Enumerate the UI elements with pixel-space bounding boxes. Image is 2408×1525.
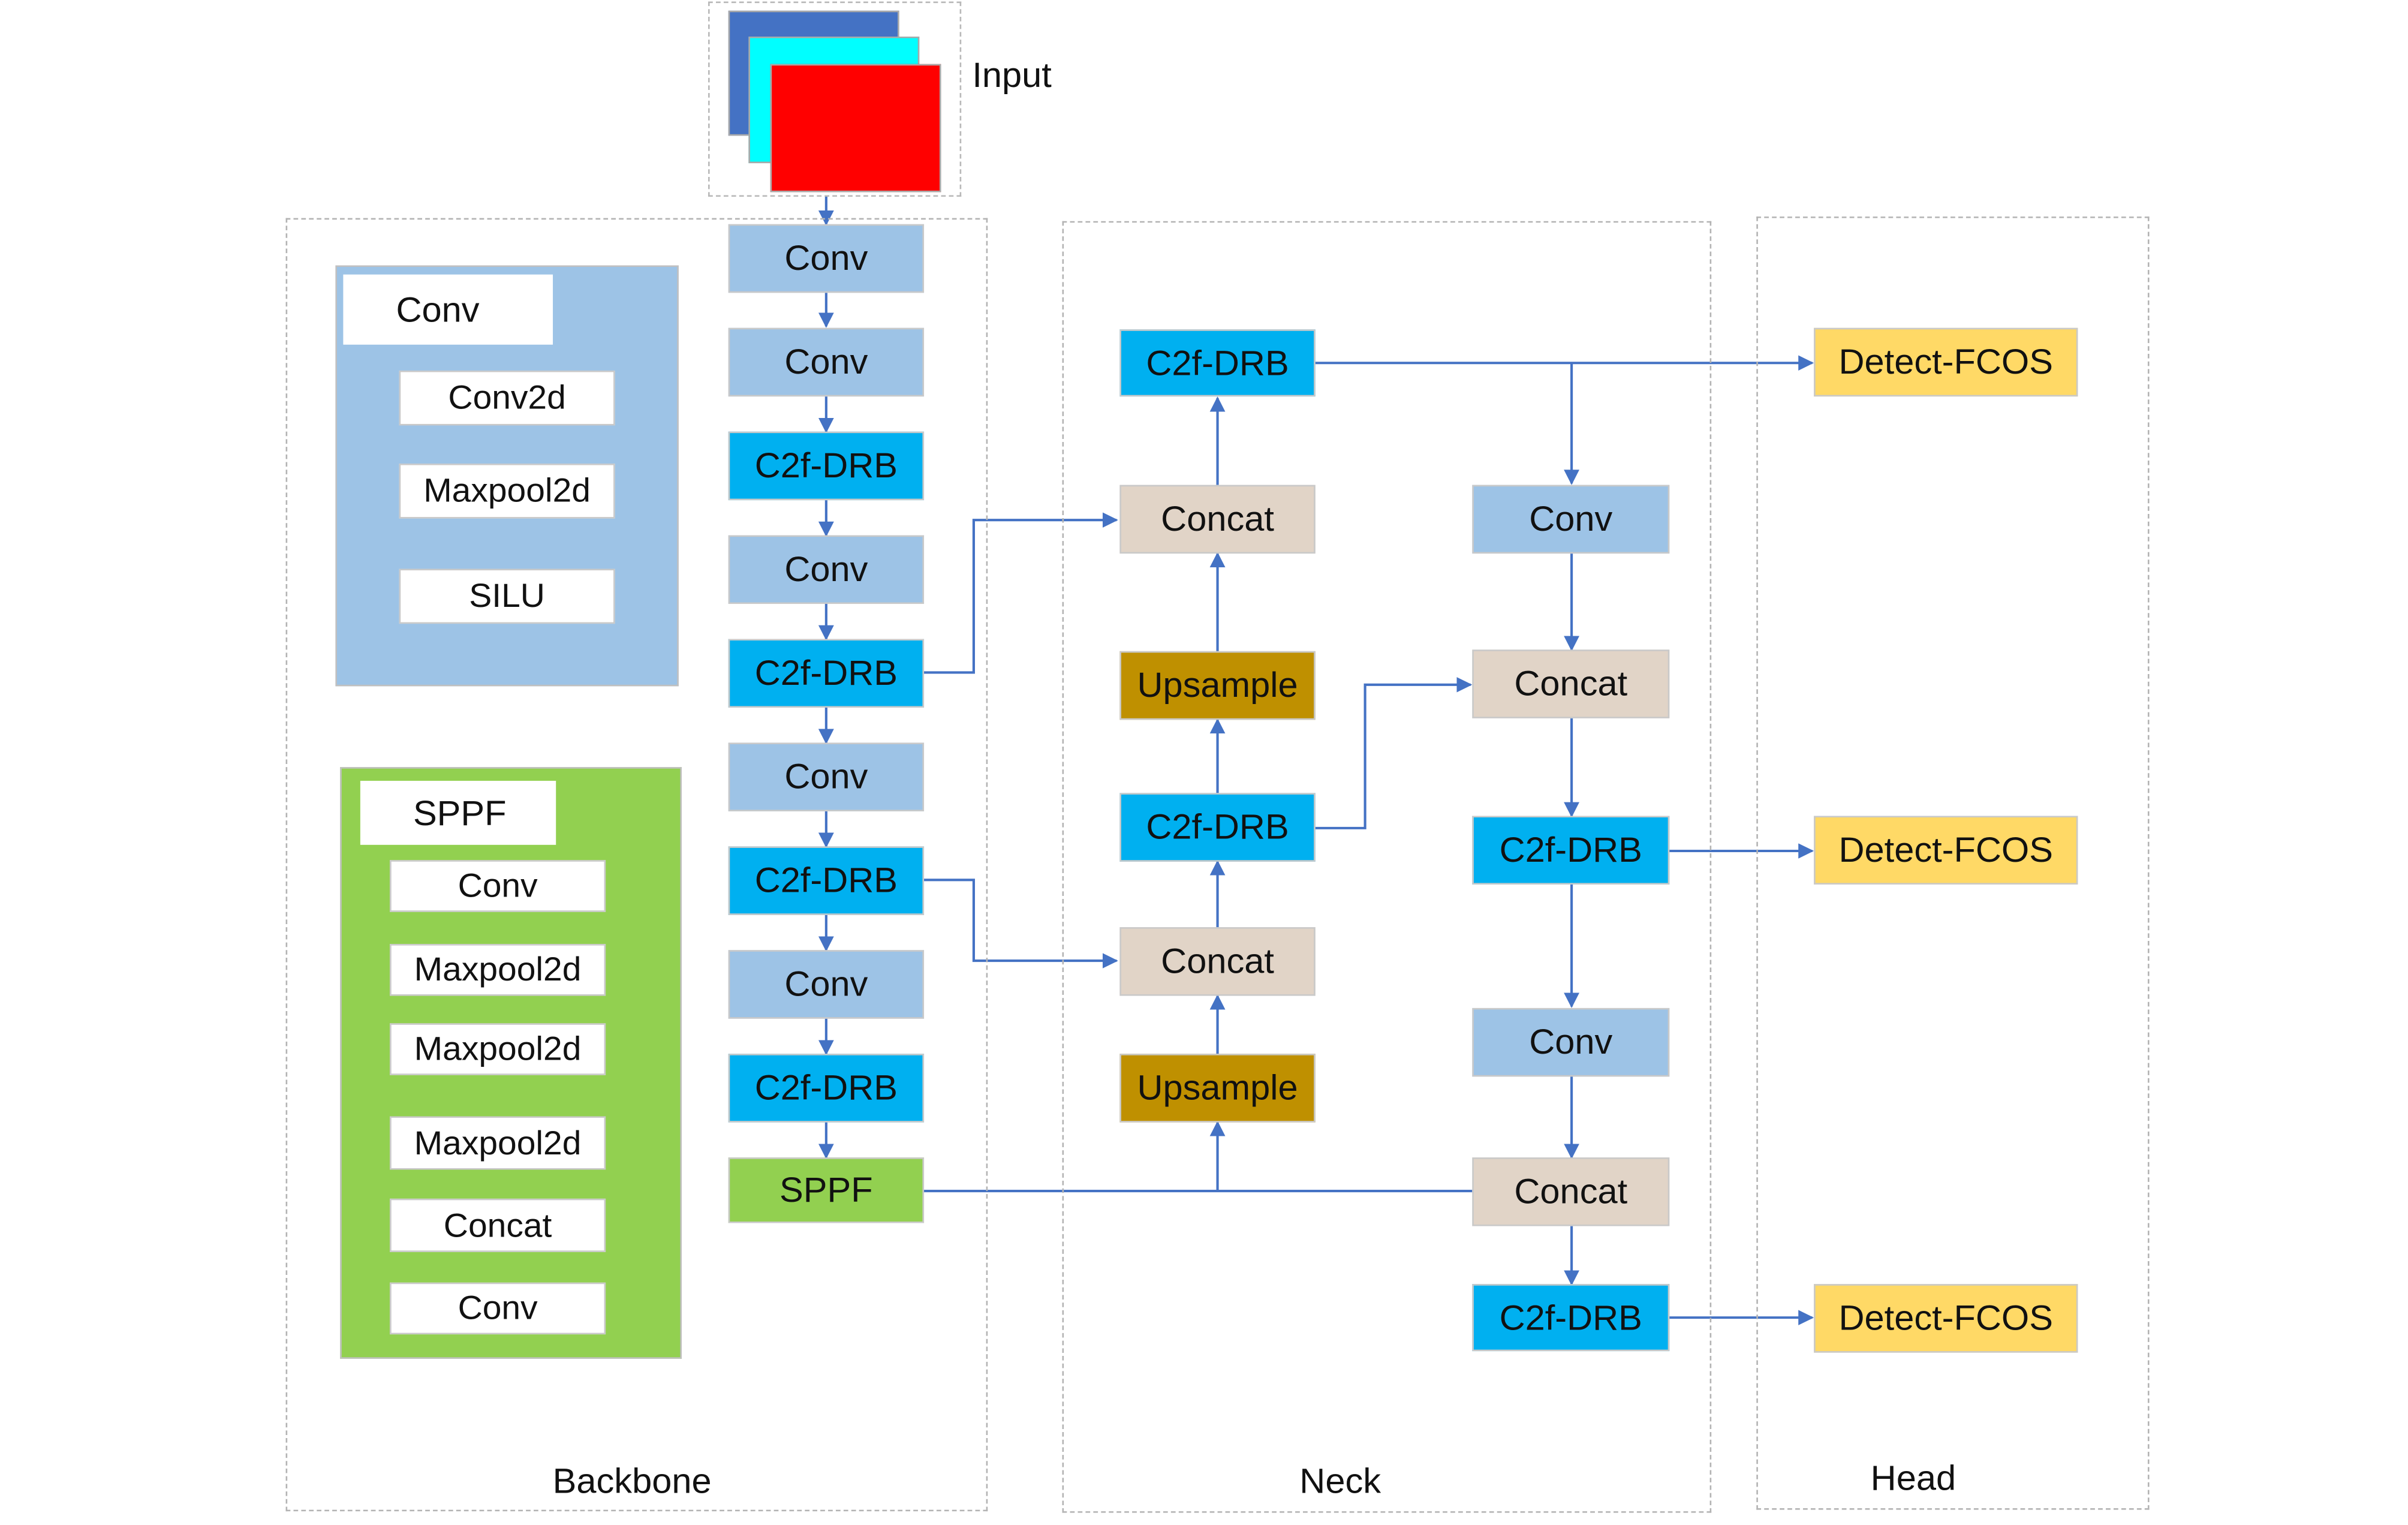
backbone-c2f-drb-1: C2f-DRB — [728, 431, 925, 501]
head-detect-fcos-1: Detect-FCOS — [1814, 327, 2078, 397]
conv-panel-title: Conv — [343, 274, 553, 345]
neck-c2f-drb-top: C2f-DRB — [1119, 329, 1316, 397]
conv-panel-conv2d: Conv2d — [399, 370, 615, 426]
sppf-panel-conv-2: Conv — [390, 1282, 606, 1335]
input-label: Input — [972, 55, 1052, 95]
sppf-panel-concat: Concat — [390, 1198, 606, 1252]
arrow-p4-concat — [924, 879, 1118, 968]
neck-c2f-drb-right-mid: C2f-DRB — [1472, 816, 1670, 885]
head-detect-fcos-2: Detect-FCOS — [1814, 816, 2078, 885]
backbone-c2f-drb-4: C2f-DRB — [728, 1054, 925, 1123]
sppf-panel-maxpool-2: Maxpool2d — [390, 1023, 606, 1075]
head-detect-fcos-3: Detect-FCOS — [1814, 1284, 2078, 1353]
neck-c2f-drb-mid: C2f-DRB — [1119, 793, 1316, 862]
neck-concat-right-top: Concat — [1472, 649, 1670, 718]
backbone-label: Backbone — [552, 1461, 712, 1501]
neck-label: Neck — [1299, 1461, 1381, 1501]
arrow-p3-concat — [924, 512, 1118, 674]
neck-c2f-drb-right-bottom: C2f-DRB — [1472, 1284, 1670, 1352]
neck-conv-right-bottom: Conv — [1472, 1007, 1670, 1077]
input-image-front — [770, 64, 941, 192]
neck-concat-mid: Concat — [1119, 927, 1316, 996]
sppf-panel-maxpool-1: Maxpool2d — [390, 944, 606, 996]
conv-panel-silu: SILU — [399, 569, 615, 624]
sppf-panel-conv-1: Conv — [390, 860, 606, 912]
sppf-panel-maxpool-3: Maxpool2d — [390, 1116, 606, 1170]
conv-panel-maxpool2d: Maxpool2d — [399, 464, 615, 519]
backbone-conv-5: Conv — [728, 950, 925, 1019]
head-region — [1756, 216, 2150, 1510]
neck-region — [1062, 221, 1712, 1513]
backbone-c2f-drb-2: C2f-DRB — [728, 639, 925, 708]
sppf-panel-title: SPPF — [360, 781, 556, 845]
neck-concat-right-bottom: Concat — [1472, 1157, 1670, 1226]
backbone-c2f-drb-3: C2f-DRB — [728, 846, 925, 915]
input-frame — [708, 1, 962, 197]
backbone-region — [285, 218, 988, 1512]
neck-upsample-top: Upsample — [1119, 651, 1316, 720]
neck-concat-top: Concat — [1119, 485, 1316, 554]
backbone-conv-2: Conv — [728, 327, 925, 397]
head-label: Head — [1870, 1458, 1956, 1498]
arrow-c2fmid-concat-right — [1315, 677, 1473, 829]
neck-conv-right-top: Conv — [1472, 485, 1670, 554]
backbone-sppf: SPPF — [728, 1157, 925, 1223]
backbone-conv-4: Conv — [728, 742, 925, 811]
backbone-conv-3: Conv — [728, 535, 925, 604]
neck-upsample-bottom: Upsample — [1119, 1054, 1316, 1123]
backbone-conv-1: Conv — [728, 224, 925, 293]
